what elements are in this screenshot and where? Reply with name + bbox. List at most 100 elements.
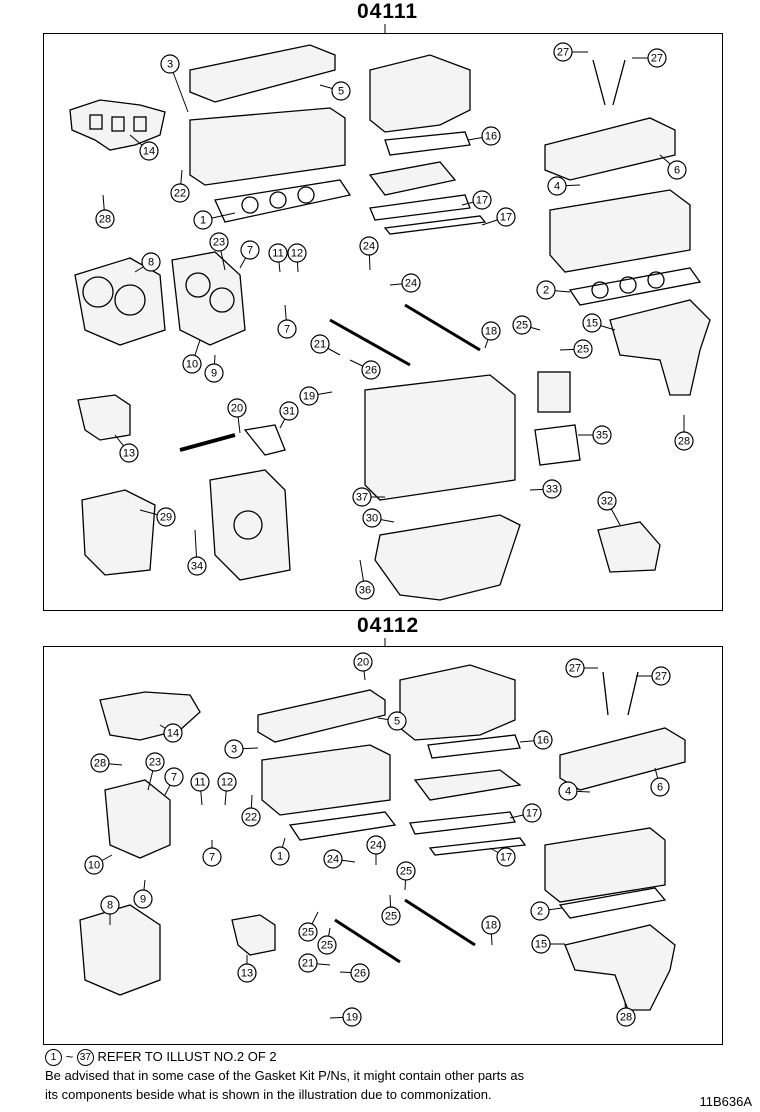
callout-circle <box>84 855 104 875</box>
callout-circle <box>650 777 670 797</box>
p2-callout-7: 7 <box>164 767 184 796</box>
p1-callout-34: 34 <box>187 529 207 576</box>
p1-callout-1: 1 <box>193 210 236 230</box>
valve-cover-gasket <box>189 44 336 103</box>
callout-circle <box>310 334 330 354</box>
callout-circle <box>592 425 612 445</box>
callout-number: 13 <box>241 968 253 980</box>
callout-number: 17 <box>500 852 512 864</box>
p1-callout-24: 24 <box>389 273 421 293</box>
callout-circle <box>95 209 115 229</box>
callout-number: 21 <box>302 958 314 970</box>
p1-callout-27: 27 <box>632 48 667 68</box>
callout-circle <box>565 658 585 678</box>
callout-circle <box>270 846 290 866</box>
callout-circle <box>317 935 337 955</box>
callout-circle <box>558 781 578 801</box>
callout-circle <box>350 963 370 983</box>
gasket-32 <box>597 521 661 573</box>
callout-circle <box>224 739 244 759</box>
p1-callout-7: 7 <box>239 240 260 269</box>
callout-circle <box>163 723 183 743</box>
p2-callout-6: 6 <box>650 767 670 797</box>
p2-callout-9: 9 <box>133 879 153 909</box>
callout-number: 26 <box>365 365 377 377</box>
callout-circle <box>647 48 667 68</box>
p2-callout-13: 13 <box>237 955 257 983</box>
callout-number: 18 <box>485 920 497 932</box>
callout-circle <box>202 847 222 867</box>
callout-number: 13 <box>123 448 135 460</box>
callout-number: 25 <box>321 940 333 952</box>
callout-number: 27 <box>655 671 667 683</box>
callout-circle <box>342 1007 362 1027</box>
p1-callout-8: 8 <box>134 252 161 273</box>
p2-callout-4: 4 <box>558 781 591 801</box>
callout-number: 14 <box>143 146 155 158</box>
intake-manifold <box>369 54 471 133</box>
callout-circle <box>481 915 501 935</box>
callout-number: 24 <box>370 840 382 852</box>
callout-circle <box>381 906 401 926</box>
callout-number: 2 <box>543 285 549 297</box>
callout-circle <box>573 339 593 359</box>
p2-callout-21: 21 <box>298 953 331 973</box>
callout-circle <box>352 487 372 507</box>
callout-circle <box>496 207 516 227</box>
head-gasket-1b <box>288 811 397 841</box>
p1-callout-27: 27 <box>553 42 588 62</box>
callout-circle <box>651 666 671 686</box>
callout-number: 16 <box>537 735 549 747</box>
callout-circle <box>553 42 573 62</box>
p1-callout-33: 33 <box>529 479 562 499</box>
callout-number: 15 <box>586 318 598 330</box>
p1-callout-10: 10 <box>182 339 202 374</box>
callout-circle <box>193 210 213 230</box>
cylinder-head-right <box>549 189 691 273</box>
callout-number: 9 <box>140 894 146 906</box>
p1-callout-5: 5 <box>319 81 351 101</box>
p2-callout-11: 11 <box>190 772 210 806</box>
p2-callout-14: 14 <box>159 723 183 743</box>
callout-circle <box>472 190 492 210</box>
callout-circle <box>268 243 288 263</box>
callout-circle <box>277 319 297 339</box>
callout-number: 6 <box>674 165 680 177</box>
callout-circle <box>323 849 343 869</box>
water-outlet-20 <box>179 424 286 456</box>
callout-circle <box>359 236 379 256</box>
callout-number: 22 <box>174 188 186 200</box>
p1-callout-35: 35 <box>578 425 612 445</box>
callout-number: 11 <box>272 248 283 260</box>
intake-gasket-16 <box>384 131 471 156</box>
callout-circle <box>145 752 165 772</box>
callout-circle <box>355 580 375 600</box>
callout-circle <box>190 772 210 792</box>
callout-number: 7 <box>171 772 177 784</box>
advice-line-1: Be advised that in some case of the Gask… <box>45 1068 525 1084</box>
callout-number: 18 <box>485 326 497 338</box>
callout-circle <box>187 556 207 576</box>
intake-plenum-2 <box>413 769 522 801</box>
callout-circle <box>240 240 260 260</box>
exhaust-manifold-right-2 <box>564 924 676 1011</box>
callout-number: 17 <box>476 195 488 207</box>
callout-circle <box>141 252 161 272</box>
intake-manifold-2 <box>399 664 516 741</box>
callout-circle <box>298 922 318 942</box>
callout-number: 2 <box>537 906 543 918</box>
timing-cover-8 <box>74 257 166 346</box>
callout-number: 23 <box>213 237 225 249</box>
p1-callout-30: 30 <box>362 508 395 528</box>
callout-circle <box>119 443 139 463</box>
p1-callout-3: 3 <box>160 54 189 113</box>
p1-callout-23: 23 <box>209 232 229 271</box>
callout-circle <box>90 753 110 773</box>
section-title-04112: 04112 <box>357 614 420 637</box>
p1-callout-20: 20 <box>227 398 247 434</box>
p2-callout-10: 10 <box>84 854 113 875</box>
callout-number: 26 <box>354 968 366 980</box>
callout-number: 35 <box>596 430 608 442</box>
p1-callout-13: 13 <box>114 434 139 463</box>
callout-circle <box>182 354 202 374</box>
